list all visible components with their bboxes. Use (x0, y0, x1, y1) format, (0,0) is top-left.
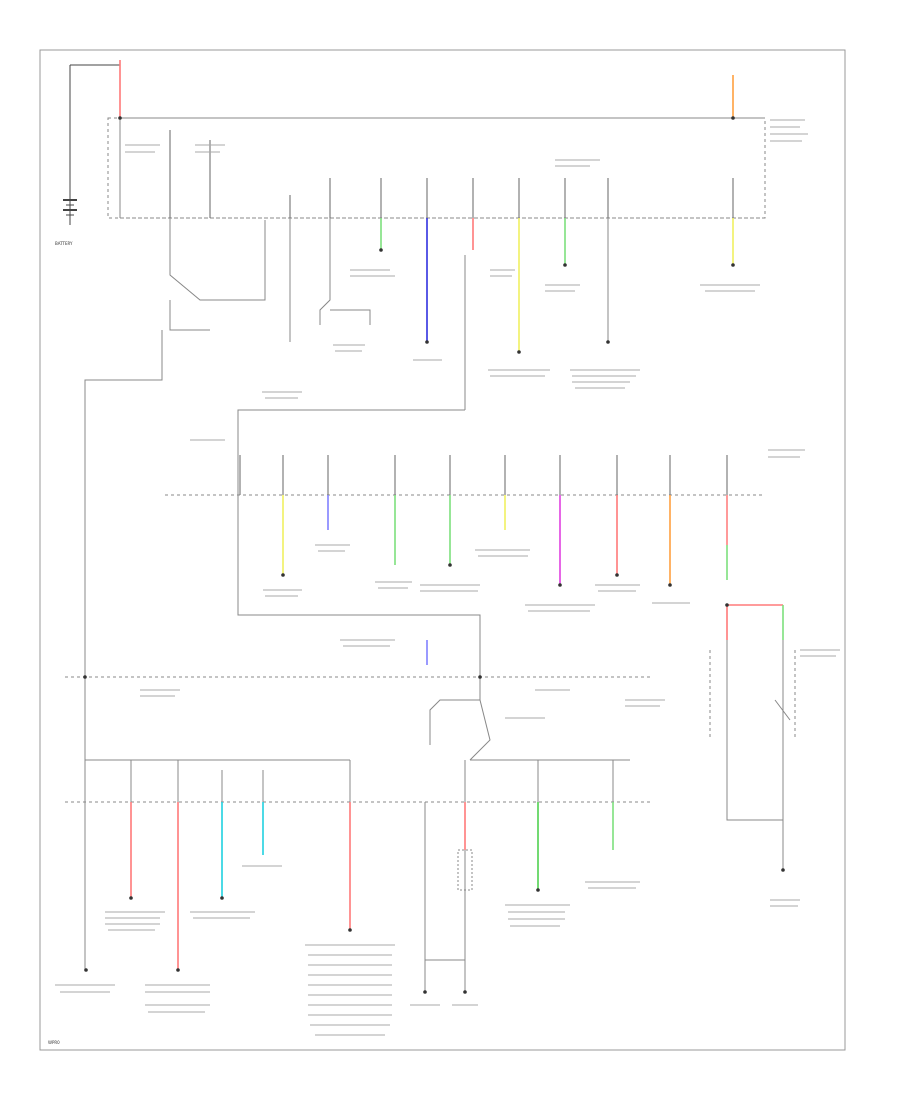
junction-node (725, 603, 729, 607)
junction-node (118, 116, 122, 120)
junction-node (84, 968, 88, 972)
junction-node (83, 675, 87, 679)
junction-node (558, 583, 562, 587)
junction-node (348, 928, 352, 932)
junction-node (425, 340, 429, 344)
battery-label: BATTERY (55, 241, 73, 246)
junction-node (731, 116, 735, 120)
battery-symbol (63, 64, 120, 225)
junction-node (448, 563, 452, 567)
label-placeholders (55, 119, 840, 1036)
bottom-tag: WPR0 (48, 1040, 60, 1045)
diagram-border (39, 49, 846, 1051)
junction-node (606, 340, 610, 344)
junction-node (129, 896, 133, 900)
junction-node (379, 248, 383, 252)
junction-node (220, 896, 224, 900)
junction-node (176, 968, 180, 972)
top-fuses (169, 130, 734, 218)
junction-node (615, 573, 619, 577)
junction-node (731, 263, 735, 267)
left-branch-wiring (84, 218, 609, 677)
middle-fuses (239, 455, 728, 495)
lower-left-branch (84, 677, 351, 970)
junction-node (478, 675, 482, 679)
top-fuse-box (107, 117, 766, 219)
colored-wires (119, 60, 784, 970)
junction-node (563, 263, 567, 267)
junction-node (281, 573, 285, 577)
right-relay (709, 640, 796, 870)
junction-nodes (83, 116, 785, 994)
junction-node (668, 583, 672, 587)
junction-node (517, 350, 521, 354)
junction-node (463, 990, 467, 994)
junction-node (781, 868, 785, 872)
junction-node (423, 990, 427, 994)
lower-right-branch (424, 677, 630, 992)
junction-node (536, 888, 540, 892)
